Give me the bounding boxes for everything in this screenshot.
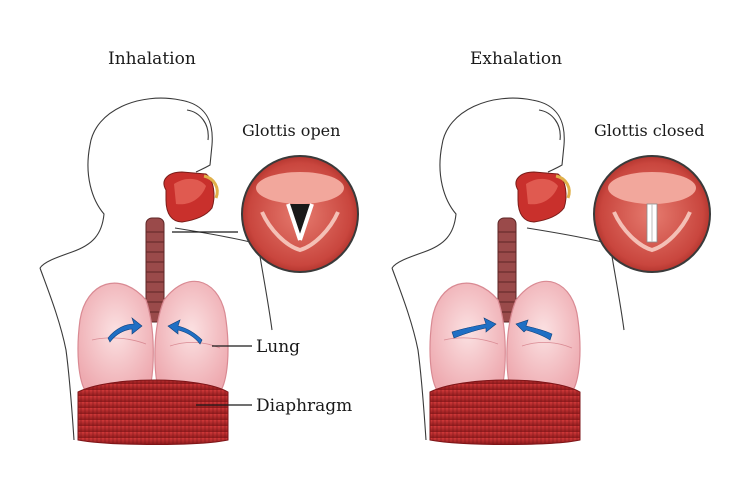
glottis-label-open: Glottis open	[242, 121, 340, 140]
diaphragm	[77, 379, 229, 445]
glottis-icon	[241, 155, 359, 273]
trachea	[497, 217, 517, 323]
right-lung	[506, 280, 581, 393]
glottis-label-closed: Glottis closed	[594, 121, 704, 140]
airflow-arrow-icon	[107, 317, 203, 345]
trachea	[145, 217, 165, 323]
mouth-cavity	[163, 171, 219, 223]
inhalation-panel: Inhalation	[39, 49, 359, 445]
lungs	[429, 280, 581, 393]
lungs	[77, 280, 229, 393]
label-diaphragm: Diaphragm	[256, 396, 352, 416]
label-lung: Lung	[256, 337, 300, 357]
glottis-icon	[593, 155, 711, 273]
airflow-arrow-icon	[451, 317, 553, 341]
exhalation-panel: Exhalation	[391, 49, 711, 445]
panel-title-inhalation: Inhalation	[108, 49, 196, 69]
mouth-cavity	[515, 171, 571, 223]
panel-title-exhalation: Exhalation	[470, 49, 562, 69]
right-lung	[154, 280, 229, 393]
diaphragm	[429, 379, 581, 445]
glottis-open	[288, 204, 312, 240]
